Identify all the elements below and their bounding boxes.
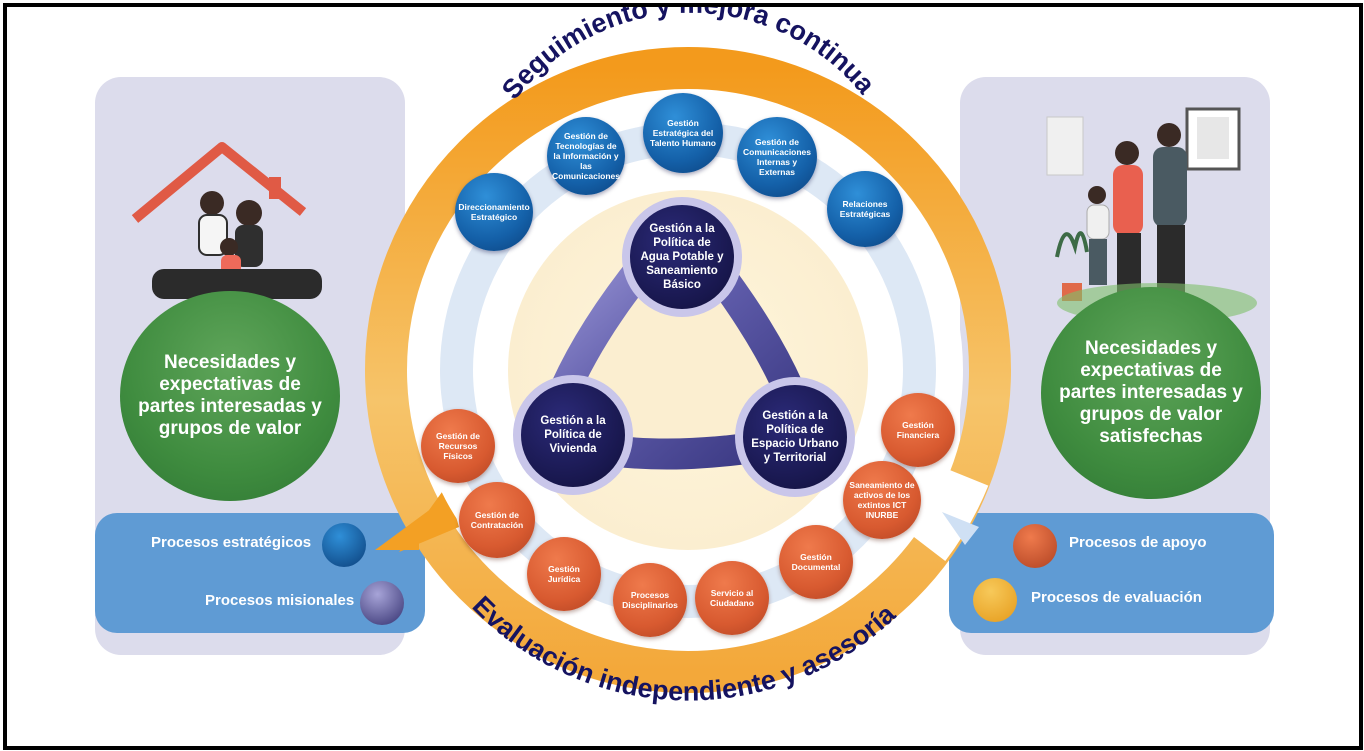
support-node-saneamiento-activos: Saneamiento de activos de los extintos I…: [843, 461, 921, 539]
support-node-contratacion: Gestión de Contratación: [459, 482, 535, 558]
support-node-documental: Gestión Documental: [779, 525, 853, 599]
needs-right-text: Necesidades y expectativas de partes int…: [1059, 338, 1243, 447]
legend-evaluacion-dot: [973, 578, 1017, 622]
needs-left-text: Necesidades y expectativas de partes int…: [138, 352, 322, 439]
outer-ring: [365, 47, 1011, 693]
legend-misionales-label: Procesos misionales: [205, 592, 355, 609]
support-node-servicio-ciudadano: Servicio al Ciudadano: [695, 561, 769, 635]
strategic-node-tic: Gestión de Tecnologías de la Información…: [547, 117, 625, 195]
legend-evaluacion-label: Procesos de evaluación: [1031, 589, 1202, 606]
diagram-frame: Seguimiento y mejora continua Evaluación…: [3, 3, 1363, 750]
legend-apoyo-dot: [1013, 524, 1057, 568]
strategic-node-talento-humano: Gestión Estratégica del Talento Humano: [643, 93, 723, 173]
family-house-illustration-left: [131, 142, 322, 299]
needs-circle-left: Necesidades y expectativas de partes int…: [120, 291, 340, 501]
needs-circle-right: Necesidades y expectativas de partes int…: [1041, 287, 1261, 499]
strategic-node-relaciones: Relaciones Estratégicas: [827, 171, 903, 247]
support-node-recursos-fisicos: Gestión de Recursos Físicos: [421, 409, 495, 483]
core-node-espacio-urbano: Gestión a la Política de Espacio Urbano …: [735, 377, 855, 497]
strategic-node-comunicaciones: Gestión de Comunicaciones Internas y Ext…: [737, 117, 817, 197]
strategic-node-direccionamiento: Direccionamiento Estratégico: [455, 173, 533, 251]
core-node-vivienda: Gestión a la Política de Vivienda: [513, 375, 633, 495]
legend-estrategicos-dot: [322, 523, 366, 567]
legend-apoyo-label: Procesos de apoyo: [1069, 534, 1207, 551]
legend-estrategicos-label: Procesos estratégicos: [151, 534, 312, 551]
support-node-juridica: Gestión Jurídica: [527, 537, 601, 611]
support-node-financiera: Gestión Financiera: [881, 393, 955, 467]
legend-misionales-dot: [360, 581, 404, 625]
core-node-agua: Gestión a la Política de Agua Potable y …: [622, 197, 742, 317]
support-node-disciplinarios: Procesos Disciplinarios: [613, 563, 687, 637]
